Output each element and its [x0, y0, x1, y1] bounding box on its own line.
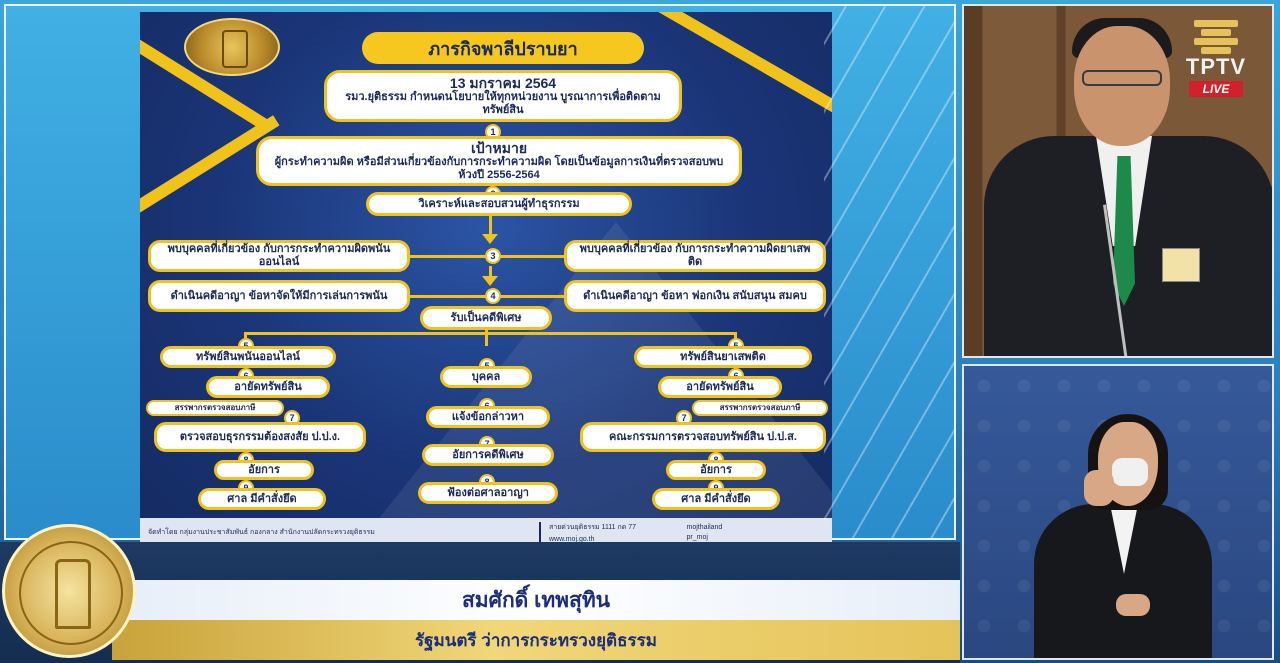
presentation-slide: ภารกิจพาลีปราบยา 13 มกราคม 2564 รมว.ยุติ…	[140, 12, 832, 546]
channel-name: TPTV	[1185, 54, 1247, 79]
footer-credit: จัดทำโดย กลุ่มงานประชาสัมพันธ์ กองกลาง ส…	[148, 528, 375, 536]
connector	[485, 330, 488, 346]
left-branch-item: ทรัพย์สินพนันออนไลน์	[160, 346, 336, 368]
target-box: เป้าหมาย ผู้กระทำความผิด หรือมีส่วนเกี่ย…	[256, 136, 742, 186]
intro-text: รมว.ยุติธรรม กำหนดนโยบายให้ทุกหน่วยงาน บ…	[345, 91, 661, 117]
speaker-glasses	[1082, 70, 1162, 86]
right-case-box: ดำเนินคดีอาญา ข้อหา ฟอกเงิน สนับสนุน สมค…	[564, 280, 826, 312]
left-branch-item: ตรวจสอบธุรกรรมต้องสงสัย ป.ป.ง.	[154, 422, 366, 452]
ministry-seal-icon	[184, 18, 280, 76]
live-badge: LIVE	[1188, 81, 1244, 97]
target-body: ผู้กระทำความผิด หรือมีส่วนเกี่ยวข้องกับก…	[274, 156, 724, 182]
step-number: 3	[485, 248, 501, 264]
left-found-box: พบบุคคลที่เกี่ยวข้อง กับการกระทำความผิดพ…	[148, 240, 410, 272]
right-branch-item: ทรัพย์สินยาเสพติด	[634, 346, 812, 368]
footer-contacts: สายด่วนยุติธรรม 1111 กด 77 www.moj.go.th	[549, 522, 687, 543]
speaker-id-badge	[1162, 248, 1200, 282]
left-branch-item: อายัดทรัพย์สิน	[206, 376, 330, 398]
speaker-head	[1074, 26, 1170, 146]
date-box: 13 มกราคม 2564 รมว.ยุติธรรม กำหนดนโยบายใ…	[324, 70, 682, 122]
interpreter-hand	[1084, 470, 1114, 506]
footer-hotline: สายด่วนยุติธรรม 1111 กด 77	[549, 523, 637, 531]
footer-facebook: mojthailand	[686, 523, 723, 531]
speaker-name: สมศักดิ์ เทพสุทิน	[112, 580, 960, 620]
slide-title: ภารกิจพาลีปราบยา	[362, 32, 644, 64]
connector	[489, 216, 492, 236]
face-mask	[1112, 458, 1148, 486]
speaker-video: TPTV LIVE	[962, 4, 1274, 358]
tptv-logo-icon	[1194, 20, 1238, 54]
footer-line: pr_moj	[686, 533, 708, 541]
right-branch-item: คณะกรรมการตรวจสอบทรัพย์สิน ป.ป.ส.	[580, 422, 826, 452]
left-branch-item: อัยการ	[214, 460, 314, 480]
right-branch-item: สรรพากรตรวจสอบภาษี	[692, 400, 828, 416]
interpreter-hand	[1116, 594, 1150, 616]
center-branch-item: บุคคล	[440, 366, 532, 388]
date-text: 13 มกราคม 2564	[449, 75, 557, 92]
right-branch-item: อายัดทรัพย์สิน	[658, 376, 782, 398]
special-case-box: รับเป็นคดีพิเศษ	[420, 306, 552, 330]
left-branch-item: ศาล มีคำสั่งยึด	[198, 488, 326, 510]
footer-website: www.moj.go.th	[549, 535, 595, 543]
presentation-panel: ภารกิจพาลีปราบยา 13 มกราคม 2564 รมว.ยุติ…	[4, 4, 956, 546]
channel-logo: TPTV LIVE	[1170, 20, 1262, 100]
branch-connector	[244, 332, 736, 335]
speaker-position: รัฐมนตรี ว่าการกระทรวงยุติธรรม	[112, 620, 960, 660]
arrow-down-icon	[482, 234, 498, 244]
right-found-box: พบบุคคลที่เกี่ยวข้อง กับการกระทำความผิดย…	[564, 240, 826, 272]
ministry-emblem-icon	[2, 524, 136, 658]
speaker-tie	[1113, 156, 1135, 306]
right-branch-item: อัยการ	[666, 460, 766, 480]
left-branch-item: สรรพากรตรวจสอบภาษี	[146, 400, 284, 416]
target-heading: เป้าหมาย	[470, 140, 528, 157]
analyze-step: วิเคราะห์และสอบสวนผู้ทำธุรกรรม	[366, 192, 632, 216]
left-case-box: ดำเนินคดีอาญา ข้อหาจัดให้มีการเล่นการพนั…	[148, 280, 410, 312]
sign-language-video	[962, 364, 1274, 660]
center-branch-item: แจ้งข้อกล่าวหา	[426, 406, 550, 428]
slide-footer: จัดทำโดย กลุ่มงานประชาสัมพันธ์ กองกลาง ส…	[140, 518, 832, 546]
arrow-down-icon	[482, 276, 498, 286]
center-branch-item: ฟ้องต่อศาลอาญา	[418, 482, 558, 504]
step-number: 4	[485, 288, 501, 304]
footer-social: mojthailand pr_moj	[687, 524, 825, 541]
footer-divider	[539, 522, 541, 542]
center-branch-item: อัยการคดีพิเศษ	[422, 444, 554, 466]
connector	[489, 266, 492, 278]
right-branch-item: ศาล มีคำสั่งยึด	[652, 488, 780, 510]
